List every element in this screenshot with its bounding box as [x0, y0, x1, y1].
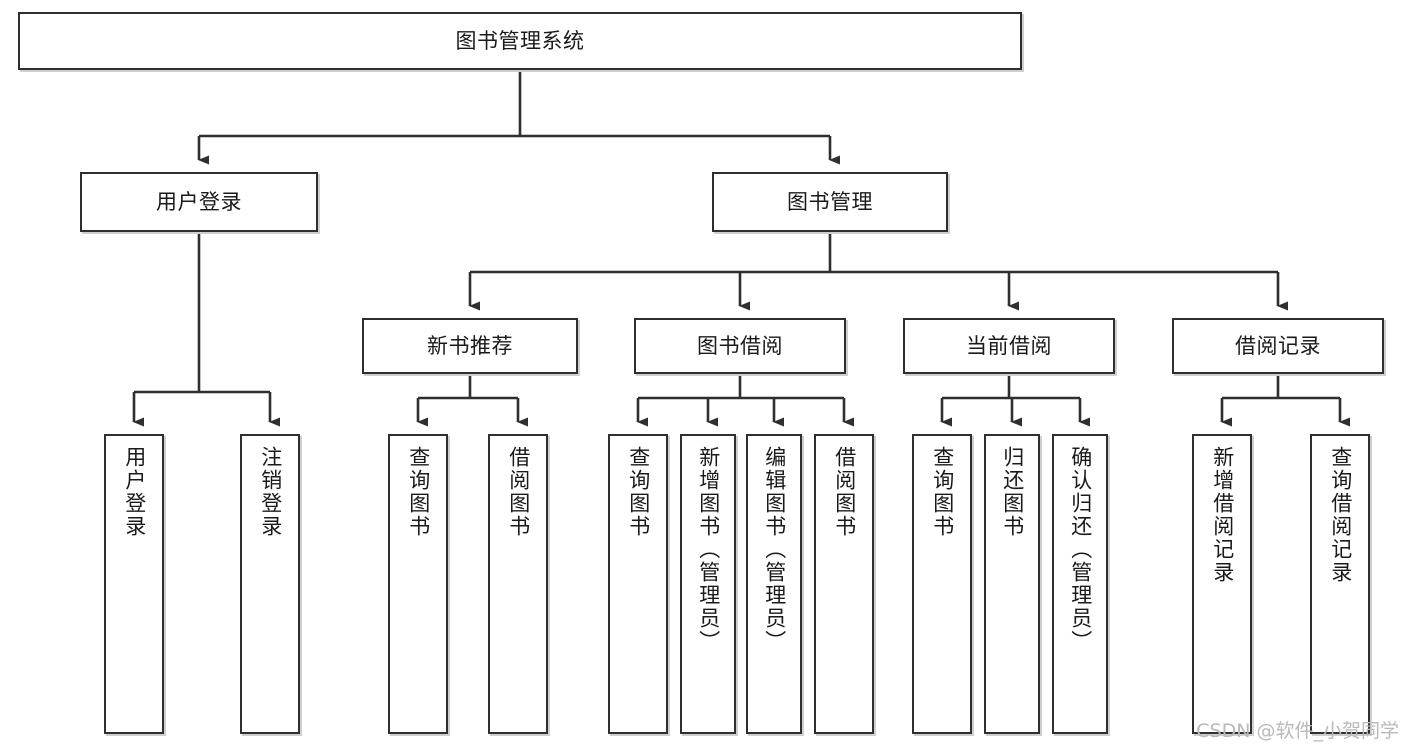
node-current-borrow: 当前借阅 — [903, 318, 1115, 374]
node-book-manage: 图书管理 — [712, 172, 948, 232]
node-label-new-book-recommend: 新书推荐 — [427, 333, 513, 358]
node-label-leaf-bb-add-book: 新增图书（管理员） — [696, 446, 721, 653]
node-label-user-login: 用户登录 — [156, 189, 242, 214]
node-leaf-cb-return-book: 归还图书 — [984, 434, 1040, 734]
connector-lines — [132, 70, 1350, 427]
node-label-leaf-bb-borrow-book: 借阅图书 — [832, 446, 857, 538]
node-label-book-borrow: 图书借阅 — [697, 333, 783, 358]
node-label-borrow-record: 借阅记录 — [1235, 333, 1321, 358]
node-leaf-rec-borrow-book: 借阅图书 — [488, 434, 548, 734]
watermark-text: CSDN @软件_小贺同学 — [1196, 720, 1399, 742]
node-user-login: 用户登录 — [80, 172, 318, 232]
node-root: 图书管理系统 — [18, 12, 1022, 70]
node-label-leaf-cb-return-book: 归还图书 — [1000, 446, 1025, 538]
node-label-leaf-br-query-record: 查询借阅记录 — [1328, 446, 1353, 584]
node-label-leaf-bb-query-book: 查询图书 — [626, 446, 651, 538]
node-label-leaf-cb-confirm-return: 确认归还（管理员） — [1068, 446, 1093, 653]
node-label-leaf-rec-borrow-book: 借阅图书 — [506, 446, 531, 538]
node-label-leaf-rec-query-book: 查询图书 — [406, 446, 431, 538]
node-leaf-cb-confirm-return: 确认归还（管理员） — [1052, 434, 1108, 734]
node-borrow-record: 借阅记录 — [1172, 318, 1384, 374]
node-leaf-bb-query-book: 查询图书 — [608, 434, 668, 734]
node-leaf-br-add-record: 新增借阅记录 — [1192, 434, 1252, 734]
node-label-leaf-bb-edit-book: 编辑图书（管理员） — [762, 446, 787, 653]
node-leaf-rec-query-book: 查询图书 — [388, 434, 448, 734]
node-leaf-user-login: 用户登录 — [104, 434, 164, 734]
node-label-leaf-cb-query-book: 查询图书 — [930, 446, 955, 538]
node-new-book-recommend: 新书推荐 — [362, 318, 578, 374]
node-label-leaf-user-logout: 注销登录 — [258, 446, 283, 538]
node-leaf-bb-add-book: 新增图书（管理员） — [680, 434, 736, 734]
node-leaf-user-logout: 注销登录 — [240, 434, 300, 734]
node-label-book-manage: 图书管理 — [787, 189, 873, 214]
node-label-current-borrow: 当前借阅 — [966, 333, 1052, 358]
node-label-root: 图书管理系统 — [455, 28, 585, 53]
node-leaf-bb-edit-book: 编辑图书（管理员） — [746, 434, 802, 734]
node-leaf-bb-borrow-book: 借阅图书 — [814, 434, 874, 734]
node-leaf-br-query-record: 查询借阅记录 — [1310, 434, 1370, 734]
node-label-leaf-br-add-record: 新增借阅记录 — [1210, 446, 1235, 584]
node-book-borrow: 图书借阅 — [634, 318, 846, 374]
node-leaf-cb-query-book: 查询图书 — [912, 434, 972, 734]
node-label-leaf-user-login: 用户登录 — [122, 446, 147, 538]
